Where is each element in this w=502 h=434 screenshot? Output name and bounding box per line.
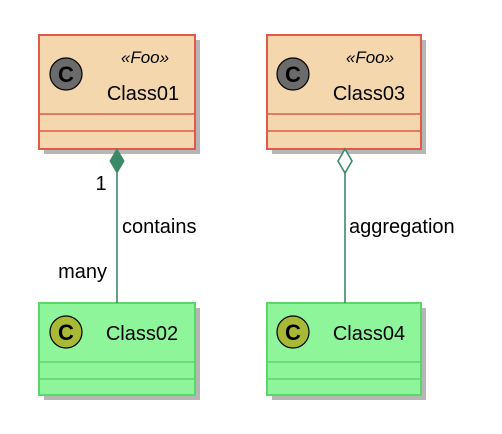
class04-class-letter: C xyxy=(285,320,301,345)
class04-class-circle-icon xyxy=(276,315,310,349)
class-box-class03[interactable]: C «Foo» Class03 xyxy=(266,34,426,154)
class01-class-letter: C xyxy=(58,62,74,87)
aggregation-label: aggregation xyxy=(349,216,455,238)
class01-box xyxy=(38,34,196,150)
class03-class-letter: C xyxy=(285,62,301,87)
class01-stereotype: «Foo» xyxy=(121,48,169,67)
relation-aggregation[interactable]: aggregation xyxy=(337,147,455,303)
class02-class-letter: C xyxy=(58,320,74,345)
class03-class-circle-icon xyxy=(276,57,310,91)
class03-stereotype: «Foo» xyxy=(346,48,394,67)
composition-target-multiplicity: many xyxy=(58,261,107,283)
class-box-class04[interactable]: C Class04 xyxy=(266,302,426,400)
composition-source-multiplicity: 1 xyxy=(95,173,106,195)
class03-name: Class03 xyxy=(333,83,405,105)
class-box-class01[interactable]: C «Foo» Class01 xyxy=(38,34,200,154)
class02-class-circle-icon xyxy=(49,315,83,349)
class-box-class02[interactable]: C Class02 xyxy=(38,302,200,400)
class04-name: Class04 xyxy=(333,323,405,345)
composition-label: contains xyxy=(122,216,197,238)
composition-diamond-icon xyxy=(109,148,125,174)
class01-name: Class01 xyxy=(107,83,179,105)
aggregation-diamond-icon xyxy=(337,147,353,175)
relation-composition[interactable]: 1 contains many xyxy=(58,148,197,303)
class02-name: Class02 xyxy=(106,323,178,345)
class01-class-circle-icon xyxy=(49,57,83,91)
class03-box xyxy=(266,34,422,150)
